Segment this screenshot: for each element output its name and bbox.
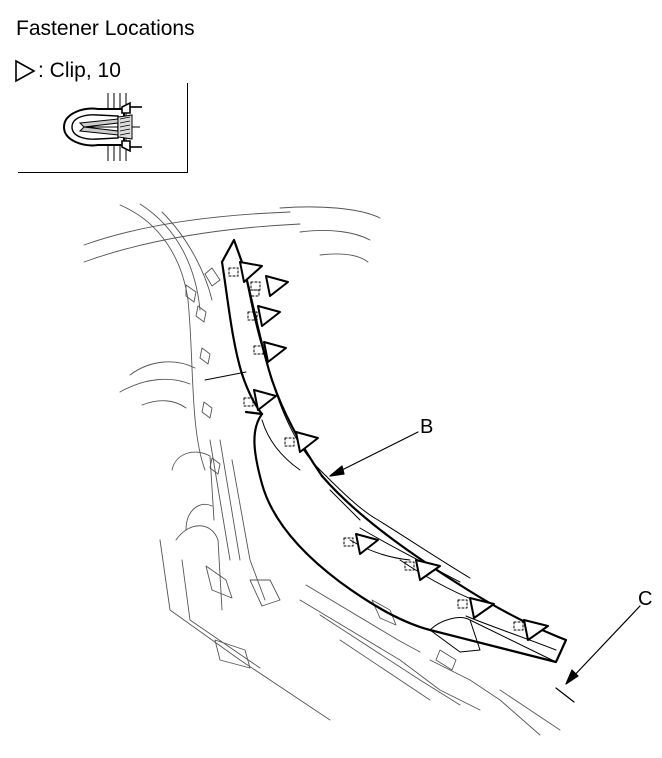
legend-row: : Clip, 10 (14, 58, 121, 84)
legend-text: : Clip, 10 (38, 59, 121, 82)
diagram-title: Fastener Locations (16, 17, 195, 40)
clip-triangle-markers (239, 261, 549, 641)
callout-label-c: C (638, 588, 653, 610)
callout-label-b: B (420, 416, 434, 438)
triangle-outline-icon (15, 59, 36, 83)
clip-seat-markers (228, 267, 524, 631)
garnish-inner-lines (204, 267, 557, 663)
lower-console-garnish (244, 410, 568, 664)
clip-detail-icon (62, 93, 142, 161)
legend-clip-detail-box (18, 83, 188, 173)
callout-leader-lines (329, 431, 641, 703)
background-vehicle-lines (83, 203, 561, 736)
